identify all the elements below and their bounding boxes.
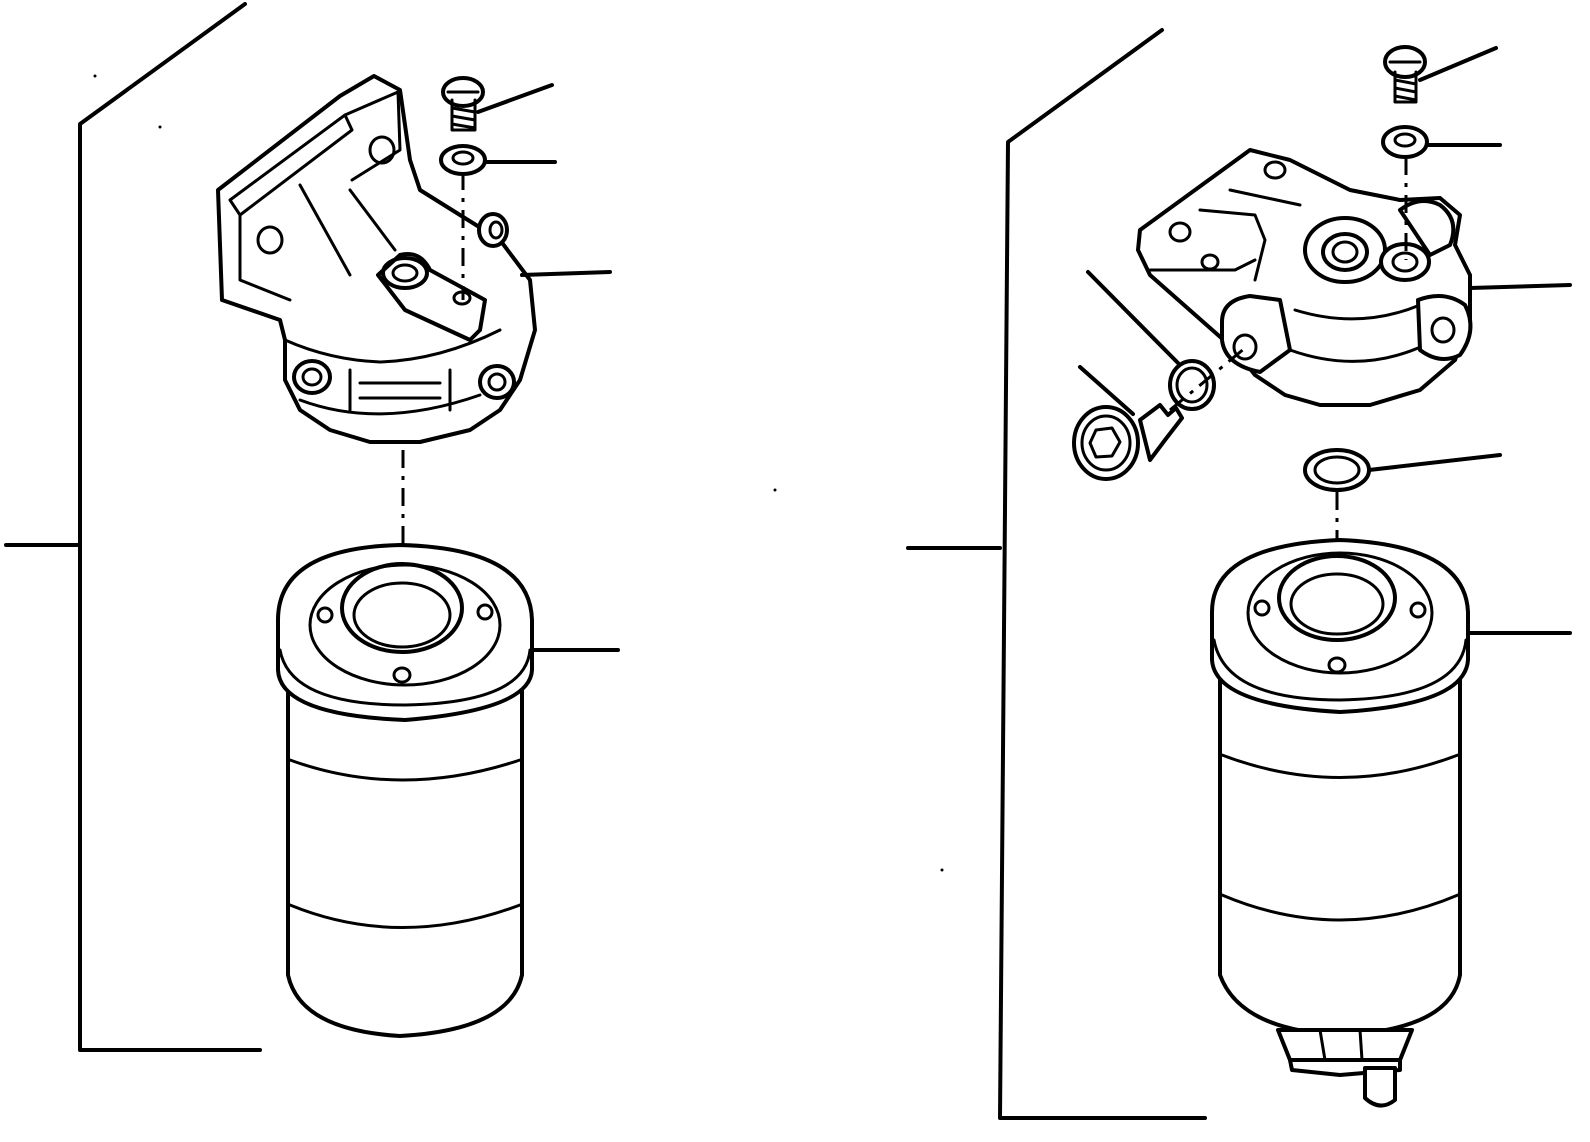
right-head-o-ring — [1303, 448, 1371, 492]
right-leader-screw — [1418, 46, 1498, 82]
scan-specks — [93, 74, 944, 872]
right-drain-o-ring — [1168, 359, 1216, 411]
left-screw — [441, 76, 485, 132]
right-leader-drain-o-ring — [1086, 270, 1180, 365]
right-screw — [1383, 45, 1427, 104]
right-leader-o-ring — [1367, 453, 1502, 472]
right-assembly — [906, 28, 1572, 1120]
right-filter-head — [1136, 148, 1473, 407]
left-leader-screw — [476, 83, 554, 114]
right-drain-plug — [1072, 403, 1184, 481]
left-filter-head — [216, 74, 537, 444]
right-washer — [1381, 125, 1429, 159]
left-washer — [439, 144, 487, 176]
left-leader-head — [520, 270, 612, 277]
right-filter-cartridge — [1210, 538, 1470, 1108]
right-group-bracket — [998, 28, 1207, 1120]
left-assembly — [4, 2, 620, 1052]
right-plug-axis — [1169, 346, 1246, 412]
right-leader-drain-plug — [1078, 365, 1135, 416]
left-filter-cartridge — [276, 543, 534, 1038]
left-group-bracket — [78, 2, 262, 1052]
right-leader-head — [1468, 283, 1572, 290]
